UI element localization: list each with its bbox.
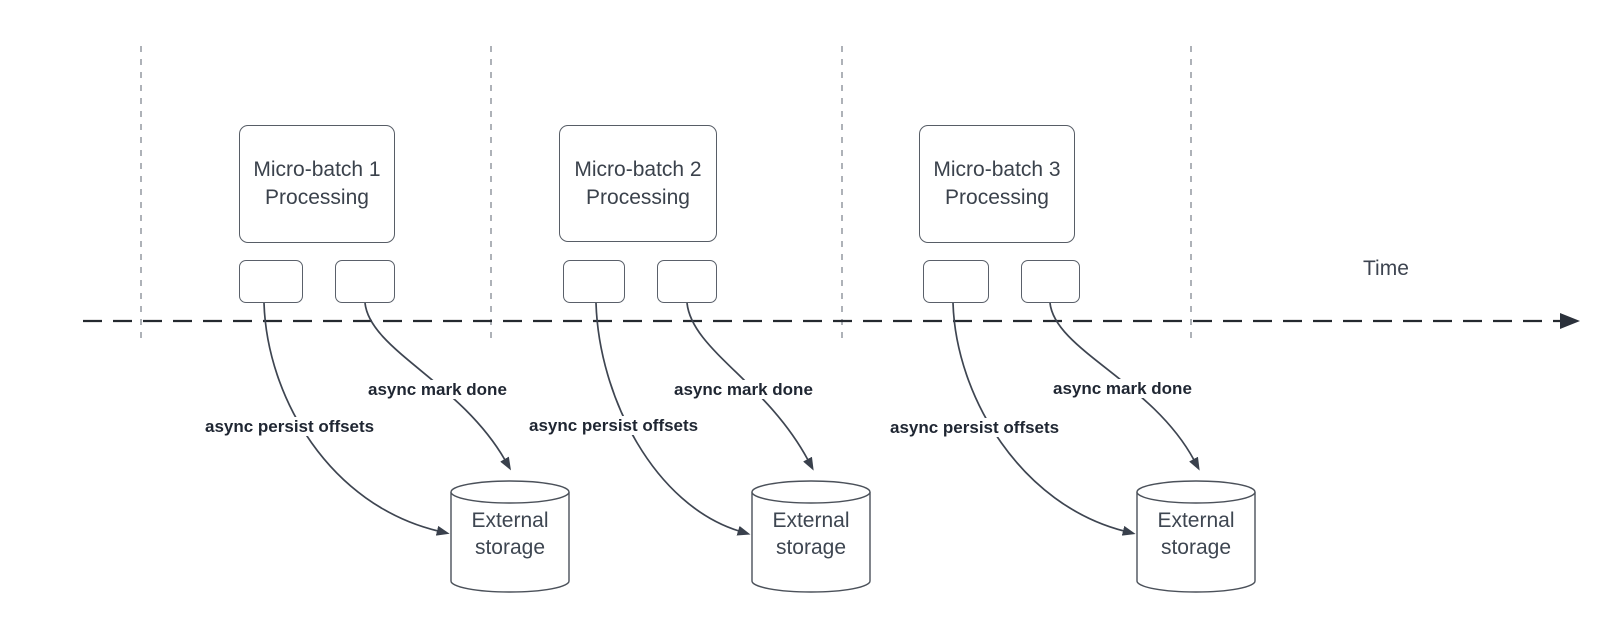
offsets-task-box bbox=[563, 260, 625, 303]
mark-done-arrow bbox=[686, 302, 814, 471]
micro-batch-1-processing-box: Micro-batch 1 Processing bbox=[239, 125, 395, 243]
mark-done-task-box bbox=[335, 260, 395, 303]
mark-done-label: async mark done bbox=[1051, 379, 1194, 398]
storage-cylinder bbox=[450, 480, 570, 593]
micro-batch-2-processing-label: Micro-batch 2 Processing bbox=[574, 157, 702, 209]
micro-batch-3-processing-box: Micro-batch 3 Processing bbox=[919, 125, 1075, 243]
time-axis-label: Time bbox=[1363, 257, 1409, 280]
persist-offsets-arrow bbox=[263, 302, 450, 536]
persist-offsets-label: async persist offsets bbox=[527, 416, 701, 435]
mark-done-task-box bbox=[657, 260, 717, 303]
micro-batch-3-processing-label: Micro-batch 3 Processing bbox=[933, 158, 1061, 209]
persist-offsets-arrow bbox=[595, 302, 751, 536]
micro-batch-1-processing-label: Micro-batch 1 Processing bbox=[253, 158, 381, 209]
external-storage-label: External storage bbox=[772, 509, 850, 559]
persist-offsets-label: async persist offsets bbox=[888, 418, 1062, 437]
mark-done-task-box bbox=[1021, 260, 1080, 303]
persist-offsets-arrow bbox=[952, 302, 1136, 536]
persist-offsets-label: async persist offsets bbox=[203, 417, 377, 436]
external-storage-label: External storage bbox=[1157, 509, 1235, 559]
storage-cylinder bbox=[1136, 480, 1256, 593]
mark-done-label: async mark done bbox=[366, 380, 509, 399]
offsets-task-box bbox=[923, 260, 989, 303]
storage-cylinder bbox=[751, 480, 871, 593]
mark-done-arrow bbox=[364, 302, 512, 471]
mark-done-label: async mark done bbox=[672, 380, 815, 399]
external-storage-label: External storage bbox=[471, 509, 549, 559]
time-axis-arrowhead-icon bbox=[1560, 313, 1580, 329]
offsets-task-box bbox=[239, 260, 303, 303]
mark-done-arrow bbox=[1049, 302, 1200, 471]
micro-batch-2-processing-box: Micro-batch 2 Processing bbox=[559, 125, 717, 242]
